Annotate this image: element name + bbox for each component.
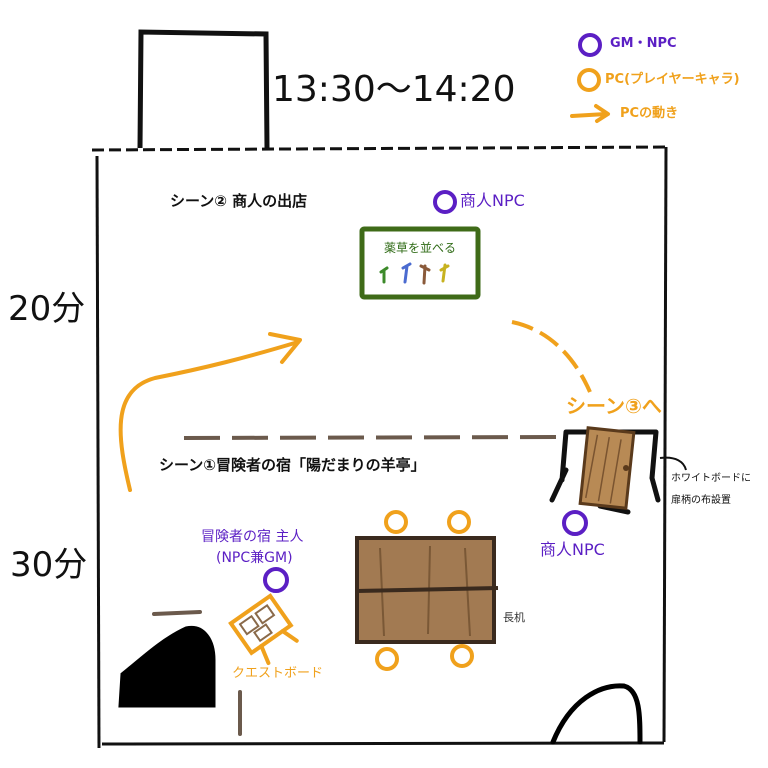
time-mark-20min: 20分 [8, 289, 86, 329]
legend-pc-circle [577, 68, 601, 92]
quest-board-icon [228, 593, 299, 666]
pc-move-arrow [118, 340, 300, 492]
herb-display-board [359, 226, 481, 300]
pc-circle-2 [447, 510, 471, 534]
whiteboard-note-line1: ホワイトボードに [671, 473, 751, 484]
room-top-wall [91, 145, 669, 152]
scene1-title: シーン①冒険者の宿「陽だまりの羊亭」 [159, 456, 426, 474]
owner-npc-circle [263, 567, 289, 593]
scene2-title: シーン② 商人の出店 [170, 192, 308, 210]
merchant-npc-top-label: 商人NPC [460, 191, 525, 210]
long-desk-label: 長机 [503, 611, 525, 624]
owner-label-line1: 冒険者の宿 主人 [201, 529, 304, 545]
room-bottom-wall [101, 741, 665, 746]
herb-board-label: 薬草を並べる [384, 241, 457, 255]
whiteboard-note-line2: 扉柄の布設置 [671, 495, 731, 506]
entrance-frame [137, 29, 270, 149]
owner-label-line2: (NPC兼GM) [216, 550, 293, 566]
long-desk-edge [356, 586, 499, 593]
pc-move-arrowhead [268, 332, 302, 364]
legend-npc-circle [578, 33, 602, 57]
exit-arch [550, 683, 643, 745]
pc-circle-1 [384, 510, 408, 534]
merchant-npc-bottom-circle [562, 510, 588, 536]
room-right-wall [662, 146, 668, 743]
time-range: 13:30〜14:20 [272, 69, 516, 110]
door-cloth-icon [578, 426, 636, 510]
to-scene3-label: シーン③へ [566, 394, 662, 418]
room-left-wall [95, 155, 101, 749]
herb-icons [379, 262, 450, 285]
pc-circle-3 [375, 647, 399, 671]
scene-divider [183, 435, 559, 440]
to-scene3-path [511, 320, 592, 393]
pc-circle-4 [450, 644, 474, 668]
whiteboard-note-pointer [659, 456, 687, 471]
merchant-npc-bottom-label: 商人NPC [540, 540, 605, 559]
legend-pc-label: PC(プレイヤーキャラ) [605, 72, 740, 87]
legend-pc-move-label: PCの動き [620, 106, 679, 121]
black-furniture [118, 625, 216, 708]
quest-board-label: クエストボード [232, 666, 324, 681]
counter-line-top [152, 610, 202, 616]
merchant-npc-top-circle [433, 190, 457, 214]
time-mark-30min: 30分 [10, 545, 88, 585]
legend-gm-npc-label: GM・NPC [610, 36, 677, 51]
legend-arrow-icon [570, 104, 610, 123]
